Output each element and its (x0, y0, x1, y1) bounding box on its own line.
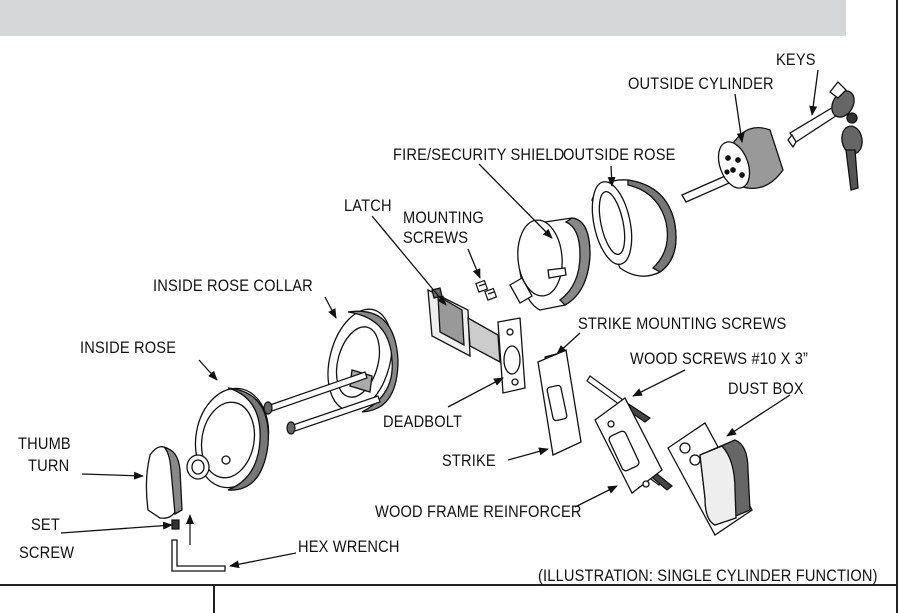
label-hex-wrench: HEX WRENCH (298, 537, 400, 556)
mounting-screws-part (475, 279, 498, 301)
fire-security-shield-part (509, 217, 591, 311)
long-screws-part (263, 371, 381, 435)
label-thumb-turn-line1: THUMB (18, 434, 71, 453)
label-thumb-turn-line2: TURN (28, 456, 70, 475)
label-inside-rose-collar: INSIDE ROSE COLLAR (153, 276, 313, 295)
header-band (0, 0, 846, 36)
latch-part (427, 287, 526, 394)
label-latch: LATCH (344, 196, 392, 215)
label-strike: STRIKE (442, 451, 496, 470)
leader-lines (60, 69, 819, 569)
label-outside-rose: OUTSIDE ROSE (563, 145, 676, 164)
label-strike-mounting-screws: STRIKE MOUNTING SCREWS (578, 314, 787, 333)
outside-rose-part (591, 179, 677, 277)
diagram-caption: (ILLUSTRATION: SINGLE CYLINDER FUNCTION) (538, 566, 878, 585)
label-deadbolt: DEADBOLT (383, 412, 463, 431)
label-dust-box: DUST BOX (728, 379, 804, 398)
label-outside-cylinder: OUTSIDE CYLINDER (628, 74, 774, 93)
label-set-screw-line2: SCREW (19, 543, 75, 562)
label-keys: KEYS (776, 50, 816, 69)
wood-frame-reinforcer-part (594, 397, 663, 494)
label-inside-rose: INSIDE ROSE (80, 338, 177, 357)
keys-part (787, 81, 863, 191)
label-wood-screws: WOOD SCREWS #10 X 3” (630, 349, 809, 368)
inside-rose-part (194, 387, 270, 491)
hex-wrench-part (171, 539, 226, 572)
dust-box-part (667, 422, 753, 536)
label-mounting-screws-line2: SCREWS (403, 228, 469, 247)
thumb-turn-part (145, 446, 210, 519)
label-fire-security-shield: FIRE/SECURITY SHIELD (393, 145, 565, 164)
label-mounting-screws-line1: MOUNTING (403, 208, 484, 227)
label-set-screw-line1: SET (31, 515, 60, 534)
frame-divider (213, 586, 215, 613)
frame-border-right (896, 0, 898, 613)
inside-rose-collar-part (327, 308, 399, 413)
outside-cylinder-part (681, 126, 784, 203)
label-wood-frame-reinforcer: WOOD FRAME REINFORCER (375, 502, 582, 521)
strike-part (537, 349, 582, 456)
frame-border-bottom (0, 584, 898, 586)
